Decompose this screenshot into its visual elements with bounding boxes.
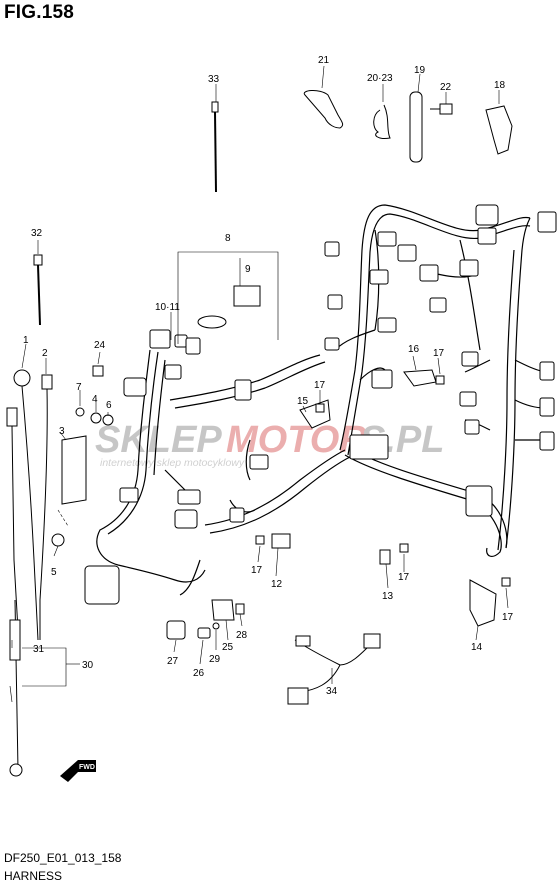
callout-17: 17 xyxy=(433,348,445,359)
callout-28: 28 xyxy=(236,630,248,641)
callout-30: 30 xyxy=(82,660,94,671)
callout-32: 32 xyxy=(31,228,43,239)
fwd-arrow-icon: FWD xyxy=(60,760,96,782)
callout-4: 4 xyxy=(92,394,98,405)
callout-18: 18 xyxy=(494,80,506,91)
callout-2: 2 xyxy=(42,348,48,359)
callout-1: 1 xyxy=(23,335,29,346)
callout-24: 24 xyxy=(94,340,106,351)
callout-14: 14 xyxy=(471,642,483,653)
callout-17: 17 xyxy=(314,380,326,391)
callout-6: 6 xyxy=(106,400,112,411)
harness-connectors xyxy=(84,204,557,605)
fwd-label: FWD xyxy=(79,764,95,771)
callout-8: 8 xyxy=(225,233,231,244)
callout-29: 29 xyxy=(209,654,221,665)
callout-15: 15 xyxy=(297,396,309,407)
callout-3: 3 xyxy=(59,426,65,437)
callout-19: 19 xyxy=(414,65,426,76)
callout-5: 5 xyxy=(51,567,57,578)
callout-labels: 1 2 3 4 5 6 7 8 9 10·11 12 13 14 15 16 1… xyxy=(23,55,514,697)
diagram-code: DF250_E01_013_158 xyxy=(4,851,122,865)
callout-16: 16 xyxy=(408,344,420,355)
callout-10-11: 10·11 xyxy=(155,302,180,313)
callout-21: 21 xyxy=(318,55,330,66)
callout-25: 25 xyxy=(222,642,234,653)
callout-34: 34 xyxy=(326,686,338,697)
callout-20-23: 20·23 xyxy=(367,73,393,84)
callout-13: 13 xyxy=(382,591,394,602)
callout-17: 17 xyxy=(251,565,263,576)
callout-7: 7 xyxy=(76,382,82,393)
callout-22: 22 xyxy=(440,82,452,93)
callout-17: 17 xyxy=(502,612,514,623)
callout-27: 27 xyxy=(167,656,179,667)
figure-title: FIG.158 xyxy=(4,2,75,23)
diagram-name: HARNESS xyxy=(4,869,63,883)
callout-31: 31 xyxy=(33,644,45,655)
loose-parts xyxy=(6,90,513,777)
callout-17: 17 xyxy=(398,572,410,583)
callout-26: 26 xyxy=(193,668,205,679)
callout-9: 9 xyxy=(245,264,251,275)
callout-12: 12 xyxy=(271,579,283,590)
leader-lines xyxy=(9,65,509,703)
callout-33: 33 xyxy=(208,74,220,85)
watermark-left: SKLEP xyxy=(95,419,222,461)
watermark-tagline: internetowy sklep motocyklowy xyxy=(100,457,245,469)
